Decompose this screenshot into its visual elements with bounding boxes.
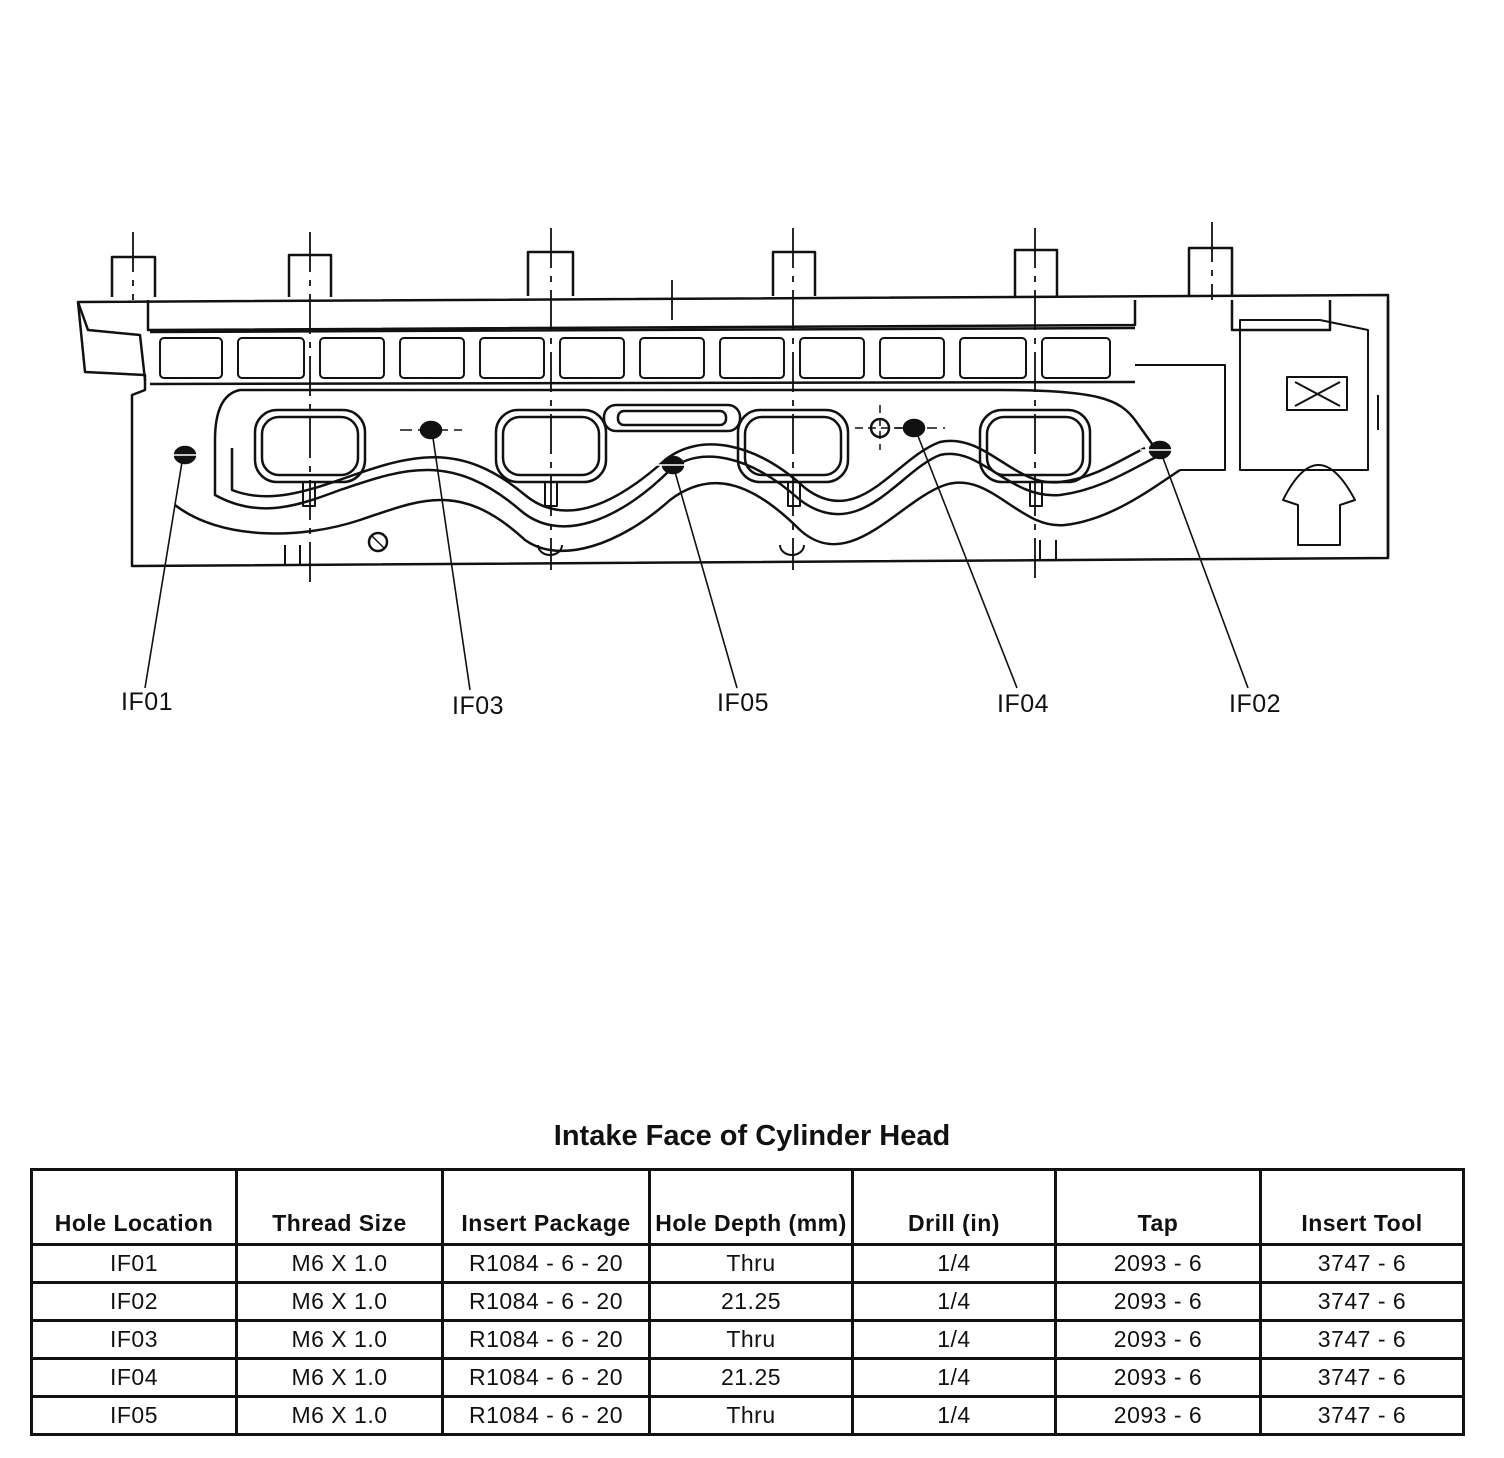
lower-hole-marker xyxy=(367,531,389,553)
cell-tap: 2093 - 6 xyxy=(1054,1281,1262,1322)
cell-hole-location: IF02 xyxy=(30,1281,238,1322)
cell-tap: 2093 - 6 xyxy=(1054,1395,1262,1436)
cell-drill: 1/4 xyxy=(851,1243,1057,1284)
header-insert-tool: Insert Tool xyxy=(1259,1168,1465,1246)
upper-ribs xyxy=(159,337,1111,379)
cell-tap: 2093 - 6 xyxy=(1054,1243,1262,1284)
cell-drill: 1/4 xyxy=(851,1319,1057,1360)
top-rail xyxy=(146,300,1137,386)
bolt-holes xyxy=(165,405,1180,553)
cell-hole-depth: 21.25 xyxy=(648,1281,854,1322)
cell-thread-size: M6 X 1.0 xyxy=(235,1243,444,1284)
cell-drill: 1/4 xyxy=(851,1281,1057,1322)
cell-hole-location: IF01 xyxy=(30,1243,238,1284)
table-row: IF05 M6 X 1.0 R1084 - 6 - 20 Thru 1/4 20… xyxy=(30,1395,1465,1436)
cell-thread-size: M6 X 1.0 xyxy=(235,1281,444,1322)
cell-insert-package: R1084 - 6 - 20 xyxy=(441,1319,651,1360)
flange-tabs xyxy=(284,481,1057,565)
cell-hole-depth: 21.25 xyxy=(648,1357,854,1398)
cell-insert-package: R1084 - 6 - 20 xyxy=(441,1243,651,1284)
leader-lines xyxy=(144,435,1249,691)
callout-label-if02: IF02 xyxy=(1229,690,1282,718)
cell-thread-size: M6 X 1.0 xyxy=(235,1357,444,1398)
cylinder-head-drawing xyxy=(76,222,1390,691)
table-row: IF02 M6 X 1.0 R1084 - 6 - 20 21.25 1/4 2… xyxy=(30,1281,1465,1322)
insert-spec-table: Hole Location Thread Size Insert Package… xyxy=(30,1168,1465,1436)
cell-insert-package: R1084 - 6 - 20 xyxy=(441,1281,651,1322)
cell-thread-size: M6 X 1.0 xyxy=(235,1319,444,1360)
header-thread-size: Thread Size xyxy=(235,1168,444,1246)
cell-tap: 2093 - 6 xyxy=(1054,1357,1262,1398)
locating-hole-marker xyxy=(855,405,905,450)
cell-insert-tool: 3747 - 6 xyxy=(1259,1319,1465,1360)
callout-label-if01: IF01 xyxy=(121,688,174,716)
header-insert-package: Insert Package xyxy=(441,1168,651,1246)
table-title: Intake Face of Cylinder Head xyxy=(553,1120,951,1152)
right-end-block xyxy=(1135,319,1379,546)
cell-insert-tool: 3747 - 6 xyxy=(1259,1243,1465,1284)
table-row: IF03 M6 X 1.0 R1084 - 6 - 20 Thru 1/4 20… xyxy=(30,1319,1465,1360)
callout-label-if03: IF03 xyxy=(452,692,505,720)
cell-hole-location: IF03 xyxy=(30,1319,238,1360)
cell-insert-tool: 3747 - 6 xyxy=(1259,1395,1465,1436)
header-tap: Tap xyxy=(1054,1168,1262,1246)
intake-flange xyxy=(174,388,1181,553)
callout-label-if04: IF04 xyxy=(997,690,1050,718)
cell-hole-depth: Thru xyxy=(648,1395,854,1436)
cell-hole-depth: Thru xyxy=(648,1243,854,1284)
cell-hole-depth: Thru xyxy=(648,1319,854,1360)
cell-insert-tool: 3747 - 6 xyxy=(1259,1357,1465,1398)
cell-insert-package: R1084 - 6 - 20 xyxy=(441,1395,651,1436)
cell-insert-package: R1084 - 6 - 20 xyxy=(441,1357,651,1398)
hole-IF04-marker xyxy=(895,418,945,438)
table-header-row: Hole Location Thread Size Insert Package… xyxy=(30,1168,1465,1246)
cell-hole-location: IF05 xyxy=(30,1395,238,1436)
hole-IF01-marker xyxy=(165,445,205,465)
intake-ports xyxy=(253,403,1092,484)
hole-IF02-marker xyxy=(1140,440,1180,460)
cell-tap: 2093 - 6 xyxy=(1054,1319,1262,1360)
cell-drill: 1/4 xyxy=(851,1395,1057,1436)
header-hole-depth: Hole Depth (mm) xyxy=(648,1168,854,1246)
header-hole-location: Hole Location xyxy=(30,1168,238,1246)
centerlines xyxy=(132,222,1213,590)
header-drill: Drill (in) xyxy=(851,1168,1057,1246)
cell-thread-size: M6 X 1.0 xyxy=(235,1395,444,1436)
table-row: IF04 M6 X 1.0 R1084 - 6 - 20 21.25 1/4 2… xyxy=(30,1357,1465,1398)
cell-hole-location: IF04 xyxy=(30,1357,238,1398)
callout-label-if05: IF05 xyxy=(717,689,770,717)
cell-drill: 1/4 xyxy=(851,1357,1057,1398)
cell-insert-tool: 3747 - 6 xyxy=(1259,1281,1465,1322)
hole-IF05-marker xyxy=(650,455,696,475)
head-body-outline xyxy=(76,293,1390,568)
table-row: IF01 M6 X 1.0 R1084 - 6 - 20 Thru 1/4 20… xyxy=(30,1243,1465,1284)
hole-IF03-marker xyxy=(400,420,462,440)
